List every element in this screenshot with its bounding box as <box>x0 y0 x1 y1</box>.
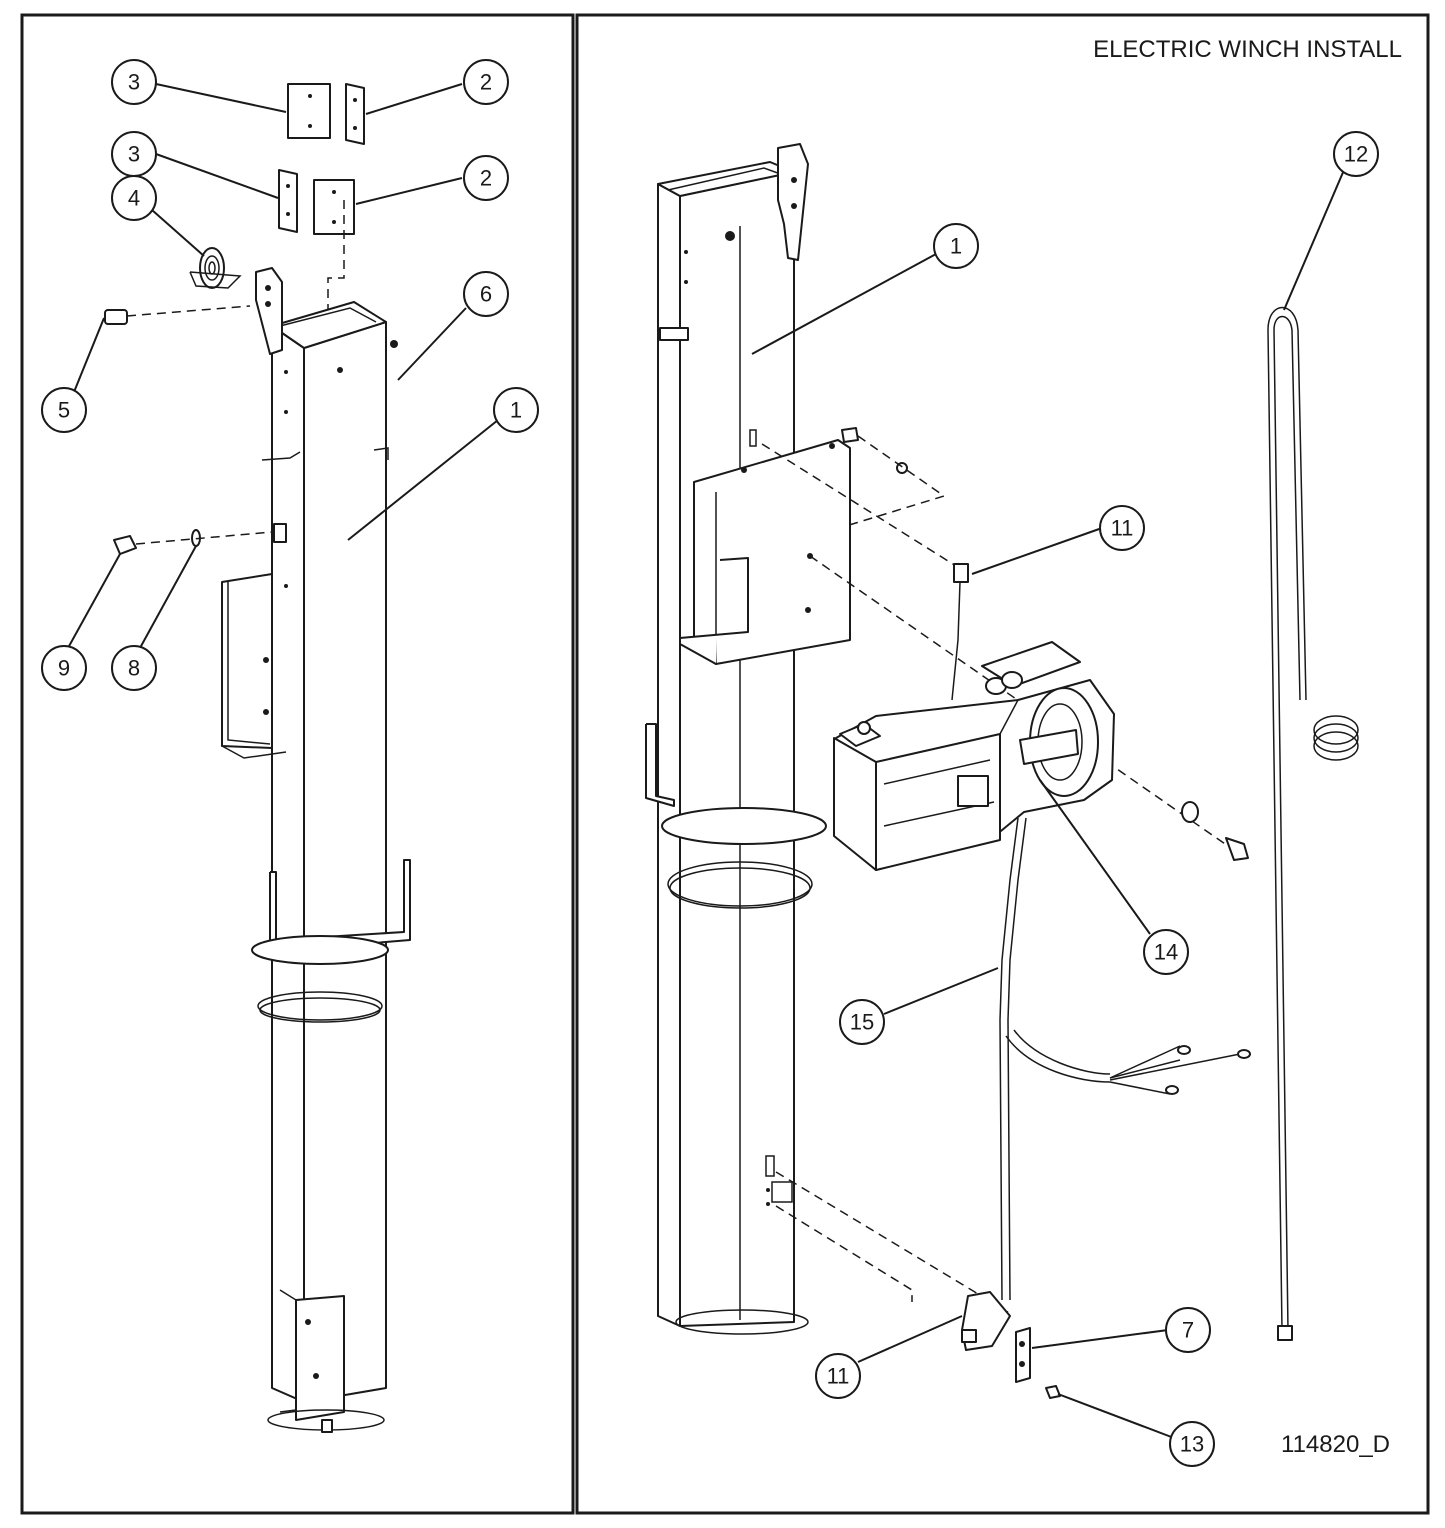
balloon-9: 9 <box>41 645 87 691</box>
svg-text:1: 1 <box>510 398 522 423</box>
balloon-7: 7 <box>1165 1307 1211 1353</box>
svg-text:11: 11 <box>1111 516 1134 541</box>
balloon-6: 6 <box>463 271 509 317</box>
svg-text:7: 7 <box>1182 1318 1194 1343</box>
base-ring-upper <box>251 935 389 965</box>
balloon-3-b: 3 <box>111 131 157 177</box>
right-assembly <box>645 143 1359 1399</box>
svg-text:2: 2 <box>480 166 492 191</box>
column-1-right <box>657 183 681 1327</box>
plate-2-top <box>345 83 365 145</box>
drawing-number: 114820_D <box>1281 1431 1390 1458</box>
left-panel-frame <box>20 13 575 1515</box>
diagram-title: ELECTRIC WINCH INSTALL <box>1093 36 1402 63</box>
plate-3-top <box>287 83 331 139</box>
balloon-8: 8 <box>111 645 157 691</box>
cable-12 <box>1267 306 1307 1331</box>
svg-text:15: 15 <box>850 1010 874 1035</box>
svg-text:9: 9 <box>58 656 70 681</box>
balloon-5: 5 <box>41 387 87 433</box>
balloon-12: 12 <box>1333 131 1379 177</box>
balloon-4: 4 <box>111 175 157 221</box>
pulley-4 <box>199 247 225 289</box>
svg-text:4: 4 <box>128 186 140 211</box>
bracket-7 <box>1015 1327 1031 1383</box>
balloon-11-top: 11 <box>1099 505 1145 551</box>
plate-3-lower <box>278 169 298 233</box>
column-1-left <box>271 325 305 1403</box>
winch-14 <box>833 641 1115 871</box>
svg-text:3: 3 <box>128 142 140 167</box>
cable-15 <box>999 817 1019 1301</box>
balloon-14: 14 <box>1143 929 1189 975</box>
winch-bolt <box>1225 837 1249 861</box>
svg-text:13: 13 <box>1180 1432 1204 1457</box>
side-bracket <box>221 573 273 749</box>
svg-text:11: 11 <box>827 1364 850 1389</box>
plate-2-lower <box>313 179 355 235</box>
svg-text:3: 3 <box>128 70 140 95</box>
svg-text:14: 14 <box>1154 940 1178 965</box>
svg-text:5: 5 <box>58 398 70 423</box>
left-assembly <box>104 83 411 1433</box>
right-panel-frame <box>575 13 1430 1515</box>
svg-text:2: 2 <box>480 70 492 95</box>
svg-text:6: 6 <box>480 282 492 307</box>
balloon-3-a: 3 <box>111 59 157 105</box>
balloon-1-left: 1 <box>493 387 539 433</box>
screw-13 <box>1045 1385 1061 1399</box>
connector-11-top <box>953 563 969 583</box>
winch-washer <box>1181 801 1199 823</box>
bolt-9 <box>113 535 137 555</box>
balloon-15: 15 <box>839 999 885 1045</box>
base-ring-right <box>661 807 827 845</box>
svg-text:8: 8 <box>128 656 140 681</box>
balloon-11-bottom: 11 <box>815 1353 861 1399</box>
balloon-2-b: 2 <box>463 155 509 201</box>
svg-text:12: 12 <box>1344 142 1368 167</box>
nut-top <box>841 427 859 443</box>
bolt-5 <box>104 309 128 325</box>
balloon-13: 13 <box>1169 1421 1215 1467</box>
balloon-2-a: 2 <box>463 59 509 105</box>
balloon-1-right: 1 <box>933 223 979 269</box>
svg-text:1: 1 <box>950 234 962 259</box>
